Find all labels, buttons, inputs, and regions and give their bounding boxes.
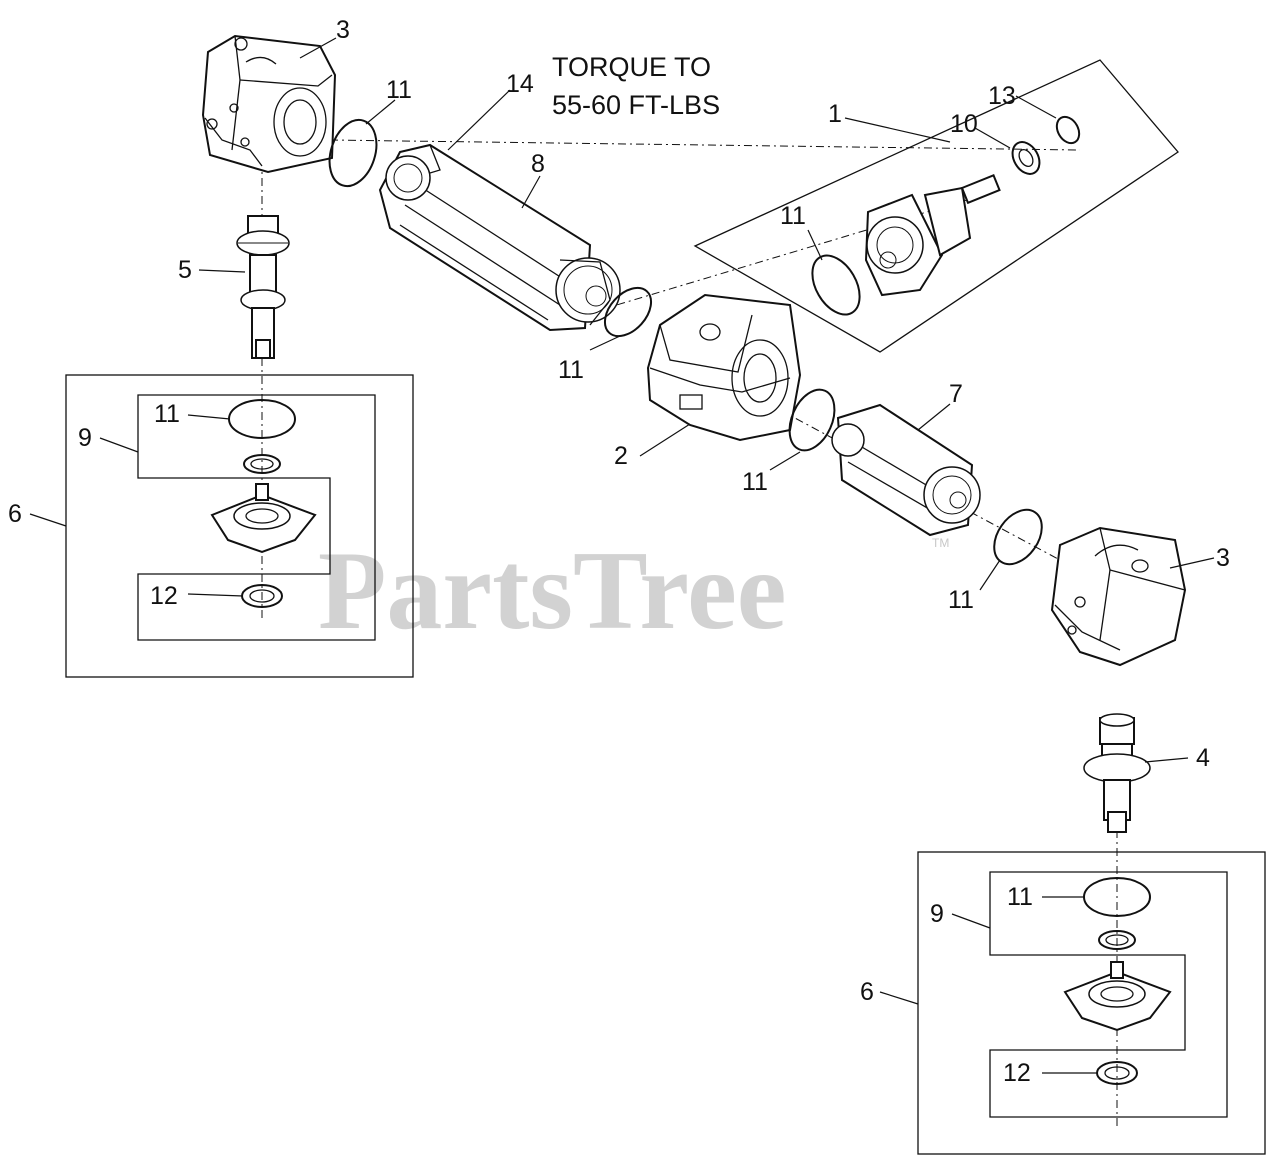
callout-5[interactable]: 5 [178, 256, 192, 284]
short-shaft-tube[interactable] [831, 403, 981, 537]
callout-7[interactable]: 7 [949, 380, 963, 408]
callout-11-right-kit[interactable]: 11 [1007, 883, 1033, 911]
callout-11-box1[interactable]: 11 [780, 202, 806, 230]
callout-14[interactable]: 14 [506, 70, 534, 98]
callout-11-low[interactable]: 11 [742, 468, 768, 496]
o-ring-top[interactable] [322, 114, 385, 192]
torque-note-line2: 55-60 FT-LBS [552, 90, 720, 120]
callout-9-right[interactable]: 9 [930, 900, 944, 928]
callout-6-right[interactable]: 6 [860, 978, 874, 1006]
o-ring-right[interactable] [984, 501, 1051, 573]
watermark-trademark: TM [932, 536, 949, 550]
vertical-pinion-shaft-left[interactable] [236, 215, 290, 359]
callout-3-right[interactable]: 3 [1216, 544, 1230, 572]
callout-11-left-kit[interactable]: 11 [154, 400, 180, 428]
callout-9-left[interactable]: 9 [78, 424, 92, 452]
callout-11-top[interactable]: 11 [386, 76, 412, 104]
bearing-kit-left[interactable] [65, 374, 414, 678]
gear-housing-right[interactable] [1050, 526, 1187, 667]
callout-numbers: 3 11 14 8 1 13 10 11 5 11 2 7 11 11 3 4 … [8, 16, 1230, 1087]
center-gear-housing[interactable] [646, 293, 802, 442]
pinion-subassembly-kit[interactable] [693, 59, 1179, 353]
callout-3-top[interactable]: 3 [336, 16, 350, 44]
leader-lines [29, 37, 1215, 1074]
torque-note-line1: TORQUE TO [552, 52, 711, 82]
callout-11-right[interactable]: 11 [948, 586, 974, 614]
callout-12-right-kit[interactable]: 12 [1003, 1059, 1031, 1087]
bearing-kit-right[interactable] [917, 851, 1266, 1155]
gear-housing-top-left[interactable] [201, 34, 337, 174]
callout-4[interactable]: 4 [1196, 744, 1210, 772]
vertical-pinion-shaft-right[interactable] [1083, 713, 1151, 833]
callout-10[interactable]: 10 [950, 110, 978, 138]
callout-6-left[interactable]: 6 [8, 500, 22, 528]
callout-12-left-kit[interactable]: 12 [150, 582, 178, 610]
watermark: PartsTree [318, 529, 787, 653]
shaft-tube-assembly[interactable] [378, 143, 621, 332]
o-ring-low[interactable] [781, 383, 844, 458]
callout-11-mid[interactable]: 11 [558, 356, 584, 384]
callout-2[interactable]: 2 [614, 442, 628, 470]
callout-8[interactable]: 8 [531, 150, 545, 178]
callout-1[interactable]: 1 [828, 100, 842, 128]
o-ring-mid[interactable] [596, 279, 660, 345]
callout-13[interactable]: 13 [988, 82, 1016, 110]
